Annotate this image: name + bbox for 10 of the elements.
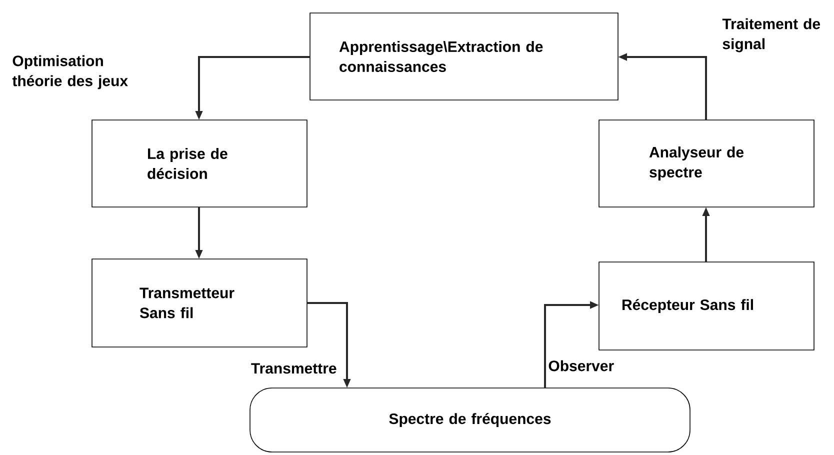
edge-label: Optimisation théorie des jeux: [12, 55, 128, 90]
process-box: La prise de décision: [92, 120, 308, 208]
process-box: Analyseur de spectre: [598, 120, 814, 208]
edge-label: Traitement de signal: [722, 18, 820, 52]
edge-label: Transmettre: [251, 363, 336, 374]
spectrum-band: Spectre de fréquences: [250, 388, 690, 452]
edge-label: Observer: [548, 360, 614, 372]
process-box: Apprentissage\Extraction de connaissances: [310, 12, 618, 100]
process-box: Récepteur Sans fil: [598, 262, 814, 350]
process-box: Transmetteur Sans fil: [92, 258, 308, 348]
